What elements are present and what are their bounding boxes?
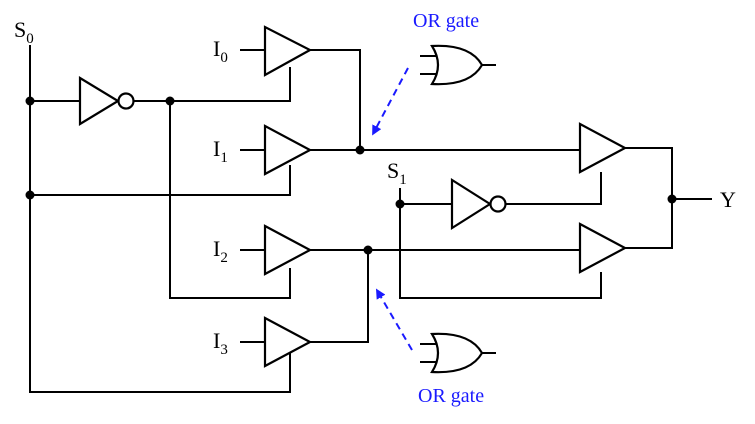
buffer-i2 (240, 224, 313, 276)
output-buffer-top (578, 122, 628, 174)
input-i0-label: I0 (213, 36, 228, 66)
input-i3-label: I3 (213, 328, 228, 358)
buffer-i3 (240, 316, 313, 368)
not-s0-wiring (134, 67, 291, 299)
buffer-i1 (240, 124, 313, 176)
annotation-arrow-bottom (375, 288, 413, 351)
wired-or-bottom (310, 249, 580, 343)
s1-inverter (450, 178, 507, 230)
annotation-arrow-top (372, 67, 409, 136)
output-y-label: Y (720, 187, 736, 212)
or-gate-note-bottom: OR gate (418, 385, 484, 407)
select-s1-label: S1 (387, 158, 407, 188)
output-buffer-bottom (578, 222, 628, 274)
s0-wiring (29, 45, 291, 393)
wired-or-top (310, 49, 580, 151)
input-i2-label: I2 (213, 236, 228, 266)
junction-dots (25, 96, 677, 255)
or-gate-note-top: OR gate (413, 10, 479, 32)
or-gate-symbol-top (420, 44, 496, 86)
buffer-i0 (240, 25, 313, 77)
input-i1-label: I1 (213, 136, 228, 166)
s0-inverter (78, 76, 135, 126)
select-s0-label: S0 (14, 17, 34, 47)
or-gate-symbol-bottom (420, 332, 496, 374)
s1-wiring (399, 172, 602, 299)
